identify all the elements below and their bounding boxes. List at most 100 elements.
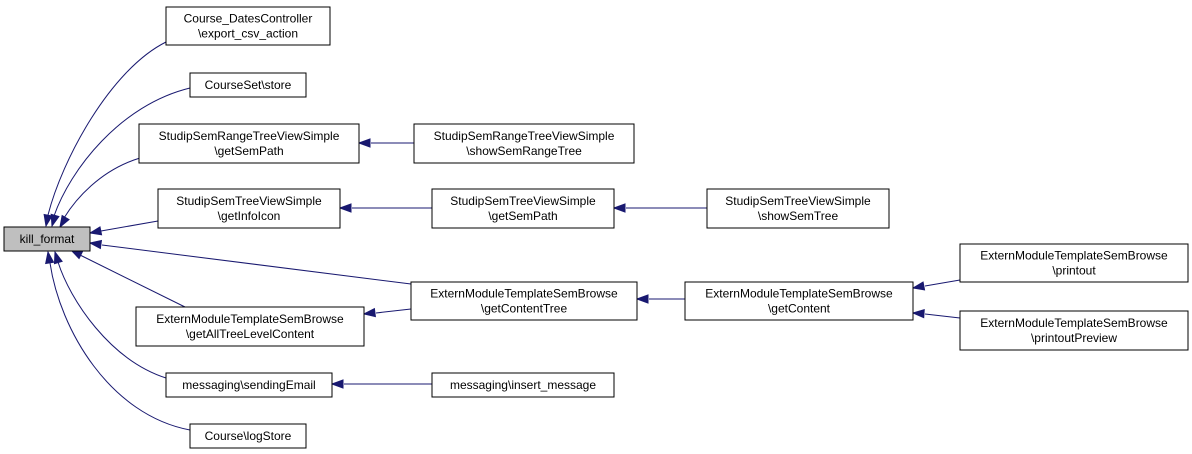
node-extern-getcontent[interactable]: ExternModuleTemplateSemBrowse\getContent [684, 281, 914, 321]
node-box [684, 281, 914, 321]
edges-layer [43, 41, 961, 431]
node-messaging-sendingemail[interactable]: messaging\sendingEmail [165, 372, 333, 398]
node-extern-printout[interactable]: ExternModuleTemplateSemBrowse\printout [959, 243, 1189, 283]
edge-extern_printout-to-extern_getcontent [911, 279, 961, 291]
edge-line [101, 244, 412, 285]
node-course-logstore[interactable]: Course\logStore [189, 423, 307, 449]
edge-arrowhead [88, 239, 103, 250]
edge-arrowhead [911, 281, 926, 291]
node-tree-getinfoicon[interactable]: StudipSemTreeViewSimple\getInfoIcon [157, 188, 341, 229]
node-box [165, 372, 333, 398]
node-label-line: \printoutPreview [1031, 331, 1117, 345]
node-label-line: \showSemTree [758, 209, 839, 223]
edge-line [63, 157, 141, 219]
node-box [410, 281, 638, 321]
node-label-line: \printout [1052, 264, 1096, 278]
node-label-line: \getSemPath [488, 209, 557, 223]
edge-extern_getcontenttree-to-kill_format [88, 239, 412, 285]
node-label-line: \export_csv_action [198, 27, 298, 41]
edge-course_logstore-to-kill_format [45, 250, 191, 431]
edge-arrowhead [59, 214, 70, 229]
edge-arrowhead [357, 138, 371, 148]
node-label-line: StudipSemTreeViewSimple [450, 194, 596, 208]
edge-arrowhead [362, 307, 376, 318]
edge-messaging_sendingemail-to-kill_format [53, 250, 167, 379]
edge-courseset_store-to-kill_format [50, 87, 191, 228]
node-label-line: \getContentTree [481, 302, 568, 316]
node-label-line: ExternModuleTemplateSemBrowse [980, 249, 1168, 263]
node-box [959, 310, 1189, 351]
edge-arrowhead [43, 213, 53, 228]
edge-line [100, 220, 159, 232]
edge-range_showsemrangetree-to-range_getsempath [357, 138, 414, 148]
node-box [157, 188, 341, 229]
node-box [135, 306, 365, 347]
node-label-line: \getSemPath [214, 144, 283, 158]
node-label-line: \getAllTreeLevelContent [186, 327, 315, 341]
node-label-line: \getContent [768, 302, 831, 316]
edge-line [53, 87, 191, 217]
edge-line [924, 279, 961, 287]
node-label-line: \getInfoIcon [218, 209, 281, 223]
node-label-line: ExternModuleTemplateSemBrowse [980, 316, 1168, 330]
node-kill-format[interactable]: kill_format [3, 226, 91, 252]
node-label-line: StudipSemTreeViewSimple [176, 194, 322, 208]
edge-tree_getinfoicon-to-kill_format [88, 220, 159, 236]
node-label-line: CourseSet\store [205, 78, 292, 92]
edge-arrowhead [330, 379, 344, 389]
node-label-line: Course_DatesController [184, 12, 313, 26]
edge-arrowhead [338, 203, 352, 213]
node-box [431, 188, 615, 229]
edge-line [375, 308, 412, 314]
node-box [413, 123, 635, 164]
edge-range_getsempath-to-kill_format [59, 157, 141, 229]
node-box [3, 226, 91, 252]
node-messaging-insertmessage[interactable]: messaging\insert_message [431, 372, 615, 398]
edge-line [47, 41, 167, 216]
node-box [431, 372, 615, 398]
node-tree-getsempath[interactable]: StudipSemTreeViewSimple\getSemPath [431, 188, 615, 229]
node-label-line: \showSemRangeTree [466, 144, 582, 158]
edge-arrowhead [53, 250, 63, 265]
edge-line [49, 262, 191, 431]
node-courseset-store[interactable]: CourseSet\store [189, 72, 307, 98]
node-extern-getcontenttree[interactable]: ExternModuleTemplateSemBrowse\getContent… [410, 281, 638, 321]
node-label-line: Course\logStore [205, 429, 292, 443]
nodes-layer: kill_format Course_DatesController\export… [3, 6, 1189, 449]
node-range-getsempath[interactable]: StudipSemRangeTreeViewSimple\getSemPath [138, 123, 360, 164]
edge-extern_getcontent-to-extern_getcontenttree [635, 294, 685, 304]
node-box [138, 123, 360, 164]
edge-extern_getcontenttree-to-extern_getalltreelevelcontent [362, 307, 412, 318]
edge-arrowhead [88, 226, 103, 236]
node-label-line: StudipSemTreeViewSimple [725, 194, 871, 208]
node-box [165, 6, 331, 46]
node-label-line: StudipSemRangeTreeViewSimple [159, 129, 340, 143]
node-label-line: messaging\insert_message [450, 378, 596, 392]
edge-tree_getsempath-to-tree_getinfoicon [338, 203, 432, 213]
edge-messaging_insertmessage-to-messaging_sendingemail [330, 379, 432, 389]
edge-arrowhead [612, 203, 626, 213]
node-extern-getalltreelevelcontent[interactable]: ExternModuleTemplateSemBrowse\getAllTree… [135, 306, 365, 347]
node-tree-showsemtree[interactable]: StudipSemTreeViewSimple\showSemTree [706, 188, 890, 229]
edge-arrowhead [50, 213, 60, 228]
edge-course_dates_export-to-kill_format [43, 41, 167, 228]
edge-tree_showsemtree-to-tree_getsempath [612, 203, 707, 213]
node-extern-printoutpreview[interactable]: ExternModuleTemplateSemBrowse\printoutPr… [959, 310, 1189, 351]
node-box [959, 243, 1189, 283]
edge-extern_printoutpreview-to-extern_getcontent [911, 309, 961, 319]
node-box [706, 188, 890, 229]
node-course-dates-export[interactable]: Course_DatesController\export_csv_action [165, 6, 331, 46]
node-label-line: kill_format [20, 232, 75, 246]
node-label-line: ExternModuleTemplateSemBrowse [705, 287, 893, 301]
edge-arrowhead [635, 294, 649, 304]
edge-extern_getalltreelevelcontent-to-kill_format [69, 249, 186, 308]
node-box [189, 72, 307, 98]
edge-line [924, 313, 961, 319]
node-label-line: ExternModuleTemplateSemBrowse [156, 312, 344, 326]
node-label-line: messaging\sendingEmail [182, 378, 315, 392]
node-range-showsemrangetree[interactable]: StudipSemRangeTreeViewSimple\showSemRang… [413, 123, 635, 164]
node-label-line: ExternModuleTemplateSemBrowse [430, 287, 618, 301]
edge-line [57, 261, 167, 379]
node-box [189, 423, 307, 449]
